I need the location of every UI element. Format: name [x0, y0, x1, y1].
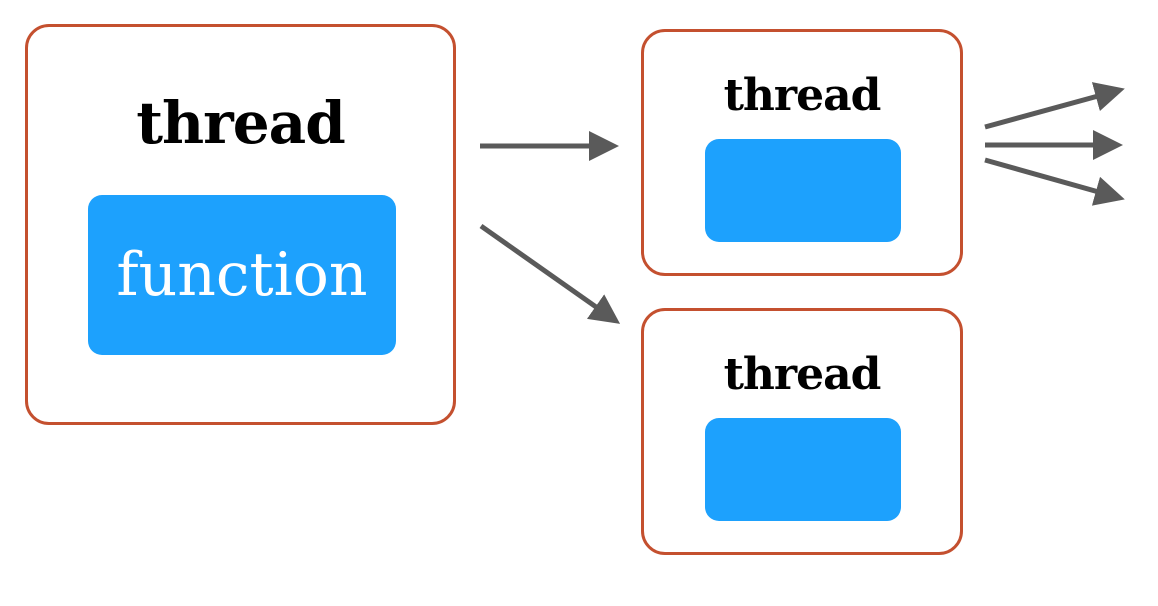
child-function-box-2	[705, 418, 901, 521]
function-box: function	[88, 195, 396, 355]
arrow-main-to-child-2	[479, 223, 621, 324]
child-function-box-1	[705, 139, 901, 242]
child-thread-box-1: thread	[641, 29, 963, 276]
arrow-child-1-out-up	[984, 82, 1125, 130]
arrow-child-1-out-down	[984, 157, 1125, 206]
function-label: function	[116, 240, 368, 310]
main-thread-box: thread function	[25, 24, 456, 425]
child-thread-box-2: thread	[641, 308, 963, 555]
child-thread-title-2: thread	[723, 349, 882, 400]
main-thread-title: thread	[136, 89, 346, 157]
child-thread-title-1: thread	[723, 70, 882, 121]
